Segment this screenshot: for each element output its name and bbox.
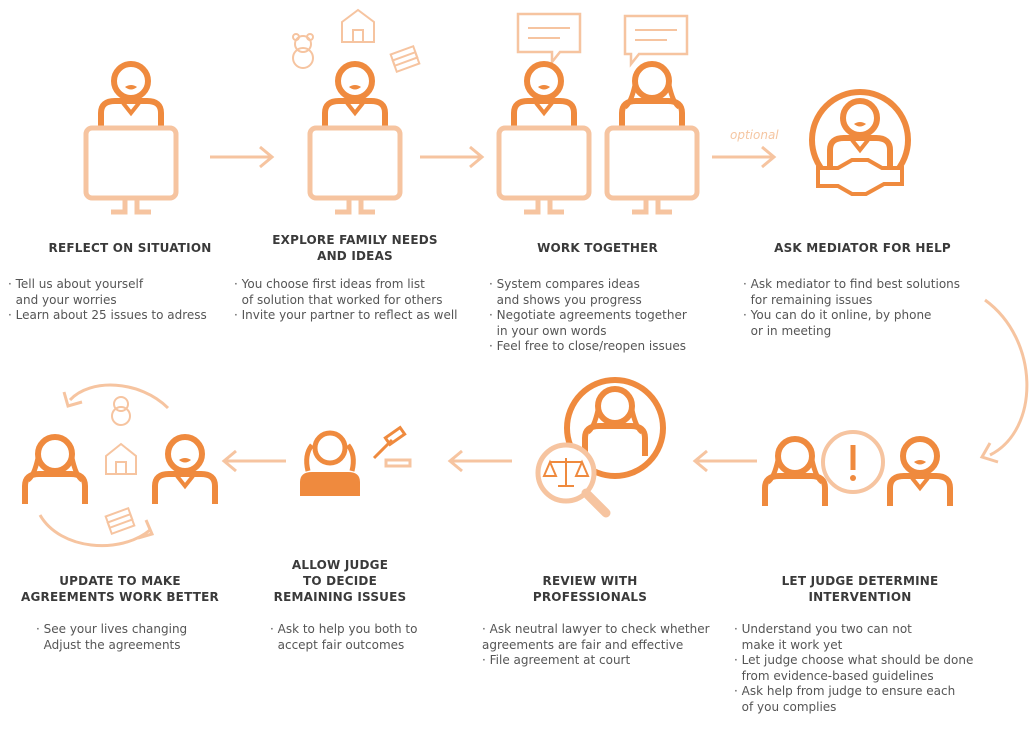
house-icon xyxy=(105,442,137,475)
step-bullets-mediator: · Ask mediator to find best solutions fo… xyxy=(743,277,961,338)
step-bullets-update: · See your lives changing Adjust the agr… xyxy=(36,622,188,652)
arrow-right-icon xyxy=(710,145,776,169)
step-title-reflect: REFLECT ON SITUATION xyxy=(48,241,212,255)
reflect-icon xyxy=(86,64,176,212)
step-title-mediator: ASK MEDIATOR FOR HELP xyxy=(774,241,951,255)
cycle-arrow-icon xyxy=(68,383,170,410)
optional-label: optional xyxy=(730,128,779,142)
arrow-right-icon xyxy=(208,145,274,169)
step-bullets-explore: · You choose first ideas from list of so… xyxy=(234,277,458,323)
arrow-left-icon xyxy=(448,449,514,473)
explore-icon xyxy=(292,8,421,212)
house-icon xyxy=(341,8,375,43)
money-icon xyxy=(389,44,421,74)
teddy-bear-icon xyxy=(292,33,314,69)
review-icon xyxy=(535,377,666,518)
arrow-left-icon xyxy=(222,449,288,473)
step-bullets-reflect: · Tell us about yourself and your worrie… xyxy=(8,277,207,323)
step-bullets-judge-decide: · Ask to help you both to accept fair ou… xyxy=(270,622,418,652)
scales-icon xyxy=(542,458,590,487)
handshake-icon xyxy=(816,158,904,196)
teddy-bear-icon xyxy=(111,396,131,426)
update-icon xyxy=(25,383,215,548)
judge-icon xyxy=(300,425,412,496)
money-icon xyxy=(104,506,136,536)
cycle-arrow-icon xyxy=(38,514,151,548)
judge-determine-icon xyxy=(765,430,950,506)
step-bullets-judge-determine: · Understand you two can not make it wor… xyxy=(734,622,974,714)
arrow-left-icon xyxy=(693,449,759,473)
arrow-right-icon xyxy=(418,145,484,169)
work-together-icon xyxy=(499,12,697,212)
curved-arrow-icon xyxy=(984,298,1029,457)
gavel-icon xyxy=(372,425,412,468)
mediator-icon xyxy=(809,89,911,196)
step-title-work: WORK TOGETHER xyxy=(537,241,658,255)
speech-bubble-icon xyxy=(623,14,689,68)
step-bullets-work: · System compares ideas and shows you pr… xyxy=(489,277,687,354)
speech-bubble-icon xyxy=(516,12,582,66)
